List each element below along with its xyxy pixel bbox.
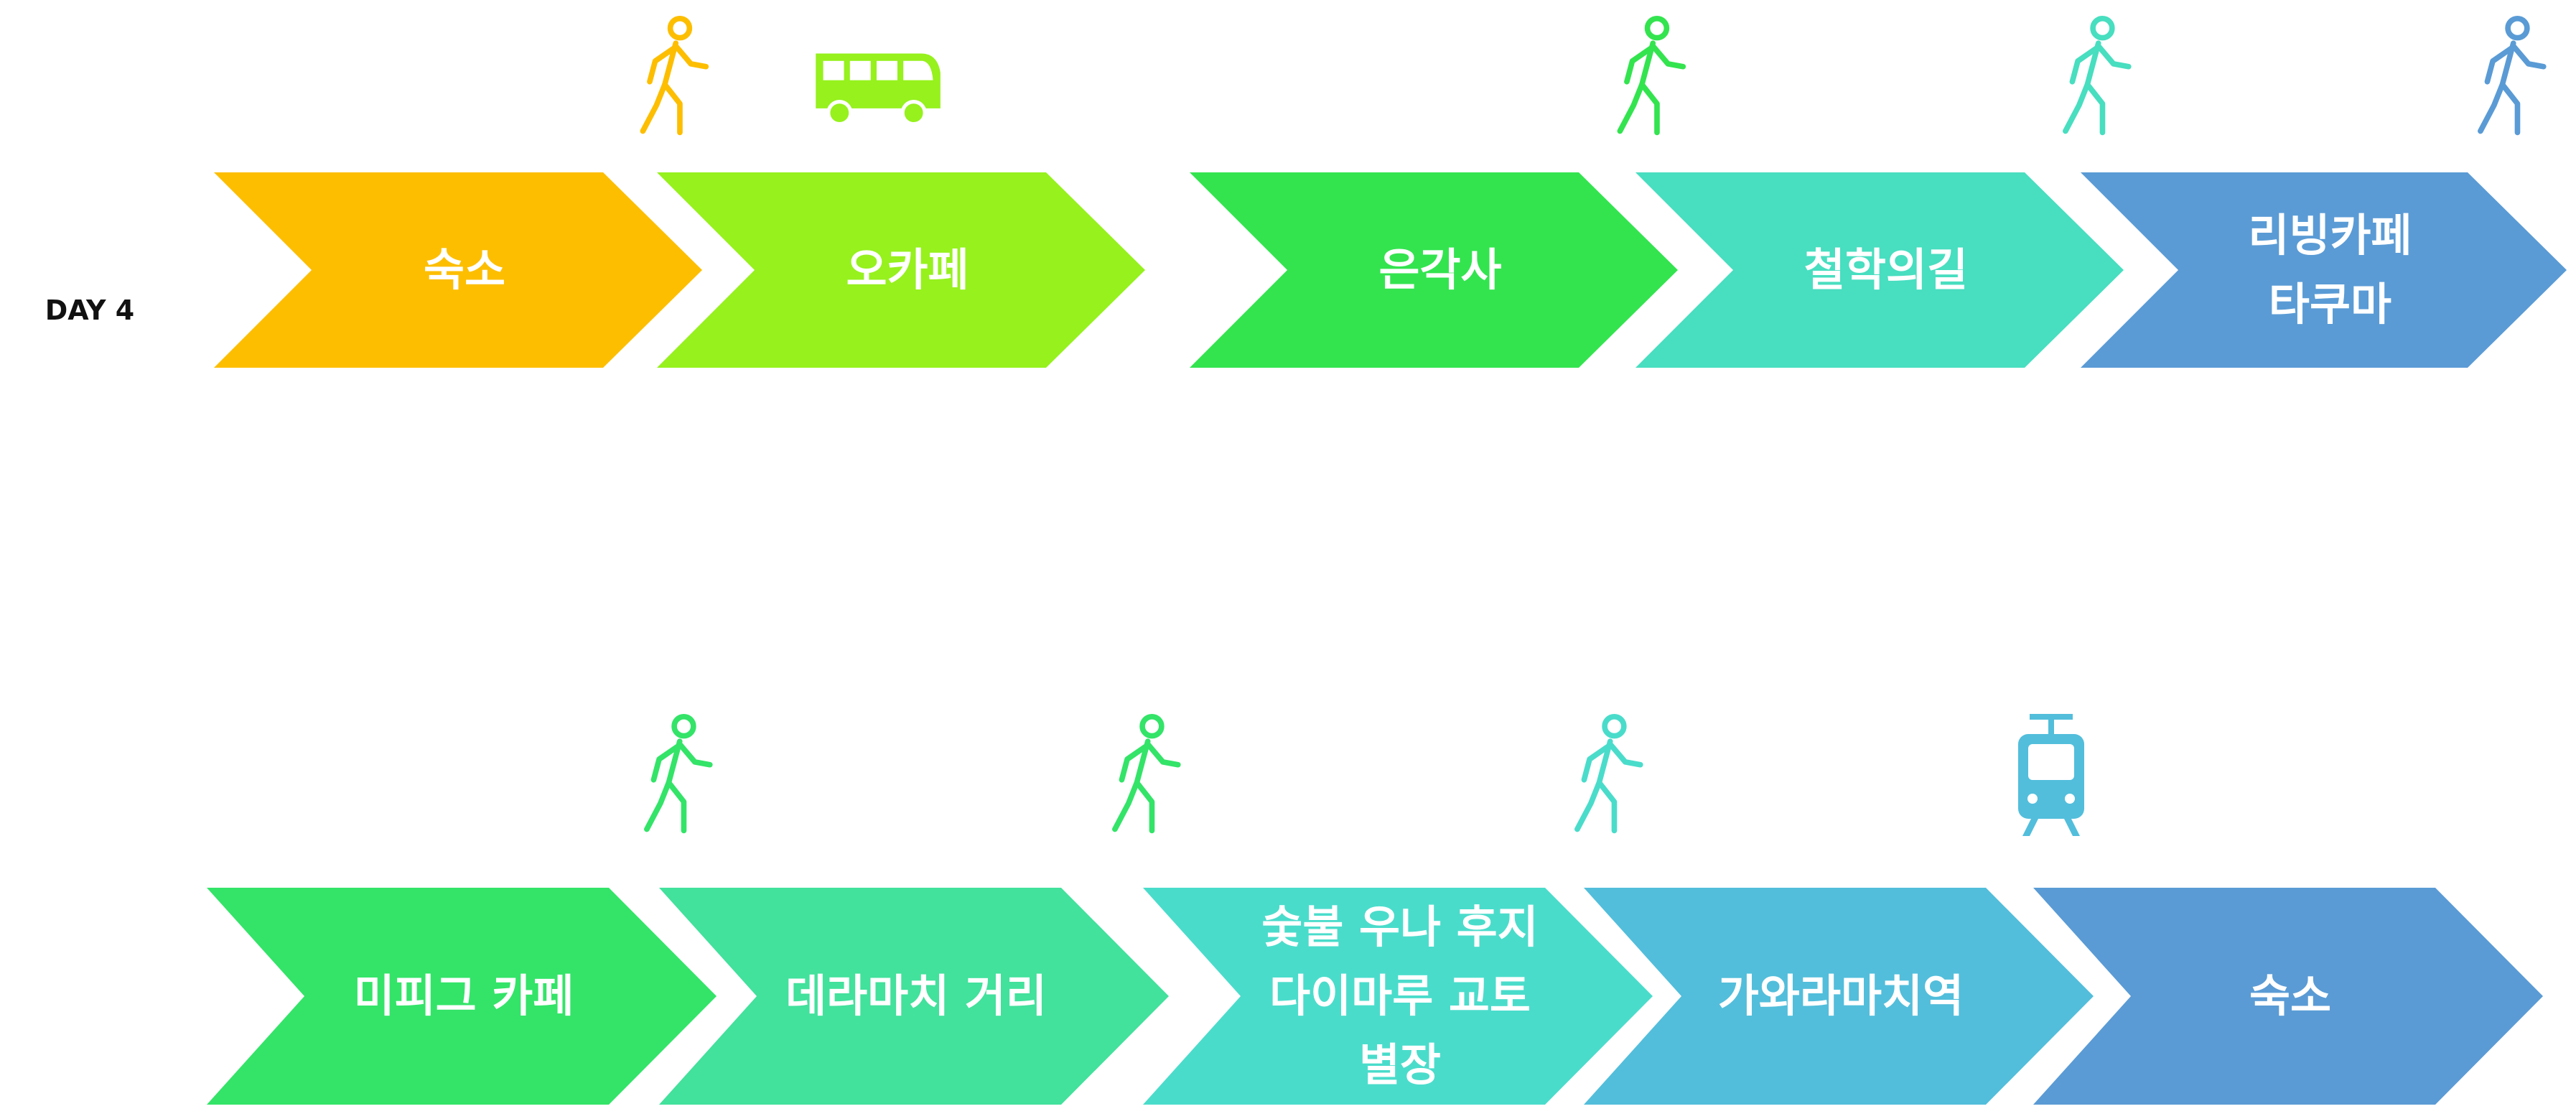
step-arrow — [2081, 172, 2567, 368]
walking-person-icon — [2066, 19, 2129, 133]
walking-person-icon — [647, 717, 710, 831]
step-arrow — [214, 172, 702, 368]
walking-person-icon — [643, 19, 706, 133]
step-label: 데라마치 거리 — [785, 969, 1047, 1022]
step-label: 숙소 — [2249, 969, 2332, 1022]
walking-person-icon — [1577, 717, 1641, 831]
walking-person-icon — [2481, 19, 2544, 133]
map-pin-icon — [76, 152, 105, 181]
step-label: 리빙카페 타쿠마 — [2248, 208, 2412, 330]
bus-icon — [816, 53, 941, 124]
step-arrow — [1635, 172, 2124, 368]
step-arrow — [1190, 172, 1678, 368]
walking-person-icon — [1620, 19, 1683, 133]
transport-icons — [643, 19, 2543, 836]
tram-icon — [2018, 714, 2084, 836]
step-arrow — [1584, 888, 2094, 1105]
step-label: 오카페 — [846, 243, 969, 296]
step-label: 가와라마치역 — [1717, 969, 1964, 1022]
step-arrow — [659, 888, 1169, 1105]
step-label: 숯불 우나 후지 다이마루 교토 별장 — [1261, 900, 1539, 1092]
step-arrow — [657, 172, 1145, 368]
day-label: DAY 4 — [45, 294, 135, 326]
step-label: 은각사 — [1378, 243, 1502, 296]
step-label: 미피그 카페 — [353, 969, 574, 1022]
step-arrow — [1143, 888, 1653, 1105]
step-arrow — [207, 888, 717, 1105]
arrow-chain — [207, 172, 2567, 1105]
walking-person-icon — [1115, 717, 1178, 831]
step-arrow — [2033, 888, 2543, 1105]
step-label: 철학의길 — [1803, 243, 1969, 296]
step-label: 숙소 — [423, 243, 506, 296]
